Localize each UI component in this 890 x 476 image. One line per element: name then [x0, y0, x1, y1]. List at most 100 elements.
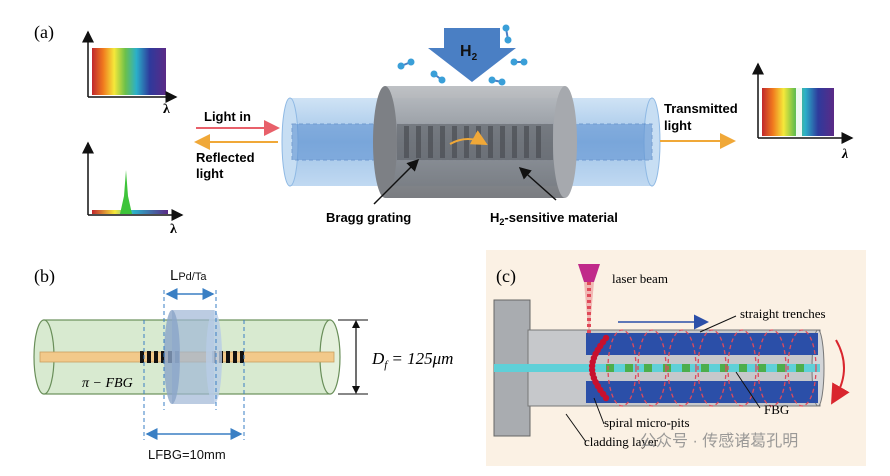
- sleeve-left-face: [373, 86, 397, 198]
- h2-molecule: [488, 76, 506, 86]
- cladding-pointer: [565, 413, 587, 443]
- fbg-segment: [796, 364, 804, 372]
- rotation-arrow: [831, 339, 850, 405]
- pd-ta-length-label: LPd/Ta: [170, 267, 207, 284]
- watermark-text: 公众号 · 传感诸葛孔明: [640, 432, 798, 450]
- grating-segment: [147, 351, 151, 363]
- spiral-turn: [757, 329, 787, 407]
- material-pointer: [518, 167, 557, 201]
- grating-line: [440, 126, 445, 158]
- panel-c-label: (c): [496, 266, 516, 287]
- laser-head: [578, 264, 600, 282]
- fbg-label: FBG: [764, 402, 789, 417]
- fbg-segment: [739, 364, 747, 372]
- spiral-pits-label: spiral micro-pits: [604, 415, 690, 430]
- panel-a: (a) λ λ Light in Reflected light: [34, 22, 854, 237]
- fbg-segment: [644, 364, 652, 372]
- spiral-turn: [607, 329, 637, 407]
- grating-line: [512, 126, 517, 158]
- grating-line: [524, 126, 529, 158]
- grating-line: [500, 126, 505, 158]
- pd-ta-left-face: [164, 310, 180, 404]
- spiral-turn: [727, 329, 757, 407]
- grating-segment: [233, 351, 237, 363]
- panel-b: (b) LPd/Ta LFBG=10mm π − FBG Df= 125μm: [33, 266, 453, 462]
- h2-molecules: [397, 24, 528, 86]
- grating-segment: [140, 351, 144, 363]
- light-in-label: Light in: [204, 109, 251, 124]
- straight-trench-bottom: [586, 381, 818, 403]
- h2-molecule: [502, 24, 512, 44]
- fbg-segment: [682, 364, 690, 372]
- diameter-arrow-head-bottom: [352, 386, 360, 394]
- grating-line: [404, 126, 409, 158]
- h2-arrow-label: H2: [460, 43, 478, 63]
- laser-beam-label: laser beam: [612, 271, 668, 286]
- grating-reflection-arrow: [449, 130, 488, 145]
- h2-molecule: [510, 58, 528, 66]
- micro-pit: [602, 394, 610, 402]
- straight-trenches-pointer: [699, 315, 737, 333]
- grating-line: [536, 126, 541, 158]
- diameter-arrow-head-top: [352, 320, 360, 328]
- spiral-path: [607, 329, 817, 407]
- fbg-c-grating: [606, 364, 804, 372]
- spiral-pits-pointer: [593, 397, 605, 425]
- straight-trenches-label: straight trenches: [740, 306, 826, 321]
- h2-molecule: [397, 58, 415, 70]
- transmitted-spectrum-plot: λ: [752, 62, 854, 162]
- fbg-segment: [625, 364, 633, 372]
- transmitted-spectrum-notch: [796, 88, 802, 136]
- h2-flow-arrow: H2: [428, 28, 516, 82]
- fbg-pointer: [735, 371, 761, 409]
- laser-beam-cone: [584, 282, 594, 338]
- grating-line: [464, 126, 469, 158]
- grating-segment: [226, 351, 230, 363]
- sleeve-right-face: [553, 86, 577, 198]
- h2-molecule: [430, 70, 446, 84]
- fbg-segment: [777, 364, 785, 372]
- spiral-turn: [667, 329, 697, 407]
- bragg-grating-pointer: [373, 158, 420, 205]
- transmitted-spectrum-lambda: λ: [841, 147, 848, 162]
- reflected-spectrum-peak: [120, 170, 132, 214]
- h2-sensitive-sleeve: [373, 86, 577, 198]
- spiral-turn: [787, 329, 817, 407]
- grating-segment: [154, 351, 158, 363]
- input-spectrum-band: [92, 48, 166, 95]
- fbg-length-label: LFBG=10mm: [148, 447, 226, 462]
- fbg-segment: [701, 364, 709, 372]
- reflected-light-label-1: Reflected: [196, 150, 255, 165]
- pd-ta-right-face: [206, 310, 222, 404]
- spiral-micro-pits: [588, 334, 610, 402]
- transmitted-light-label-1: Transmitted: [664, 101, 738, 116]
- h2-arrow-shape: [428, 28, 516, 82]
- panel-a-label: (a): [34, 22, 54, 43]
- reflected-light-label-2: light: [196, 166, 224, 181]
- fbg-segment: [720, 364, 728, 372]
- grating-line: [488, 126, 493, 158]
- fiber-c-core: [494, 364, 820, 372]
- fbg-segment: [663, 364, 671, 372]
- grating-segment: [240, 351, 244, 363]
- transmitted-light-label-2: light: [664, 118, 692, 133]
- fbg-segment: [606, 364, 614, 372]
- material-label: H2-sensitive material: [490, 210, 618, 227]
- input-spectrum-lambda: λ: [163, 102, 170, 117]
- input-spectrum-plot: λ: [82, 30, 178, 117]
- grating-line: [428, 126, 433, 158]
- cladding-label: cladding layer: [584, 434, 659, 449]
- fbg-segment: [758, 364, 766, 372]
- bragg-grating-label: Bragg grating: [326, 210, 411, 225]
- reflected-spectrum-lambda: λ: [170, 222, 177, 237]
- spiral-turn: [697, 329, 727, 407]
- panel-b-label: (b): [34, 266, 55, 287]
- spiral-turn: [637, 329, 667, 407]
- grating-line: [416, 126, 421, 158]
- pi-fbg-label: π − FBG: [82, 376, 133, 391]
- panel-c: (c) laser beam straight trenches FBG spi…: [486, 250, 866, 466]
- reflected-spectrum-plot: λ: [82, 141, 184, 237]
- diameter-label: Df= 125μm: [371, 349, 453, 371]
- grating-segment: [161, 351, 165, 363]
